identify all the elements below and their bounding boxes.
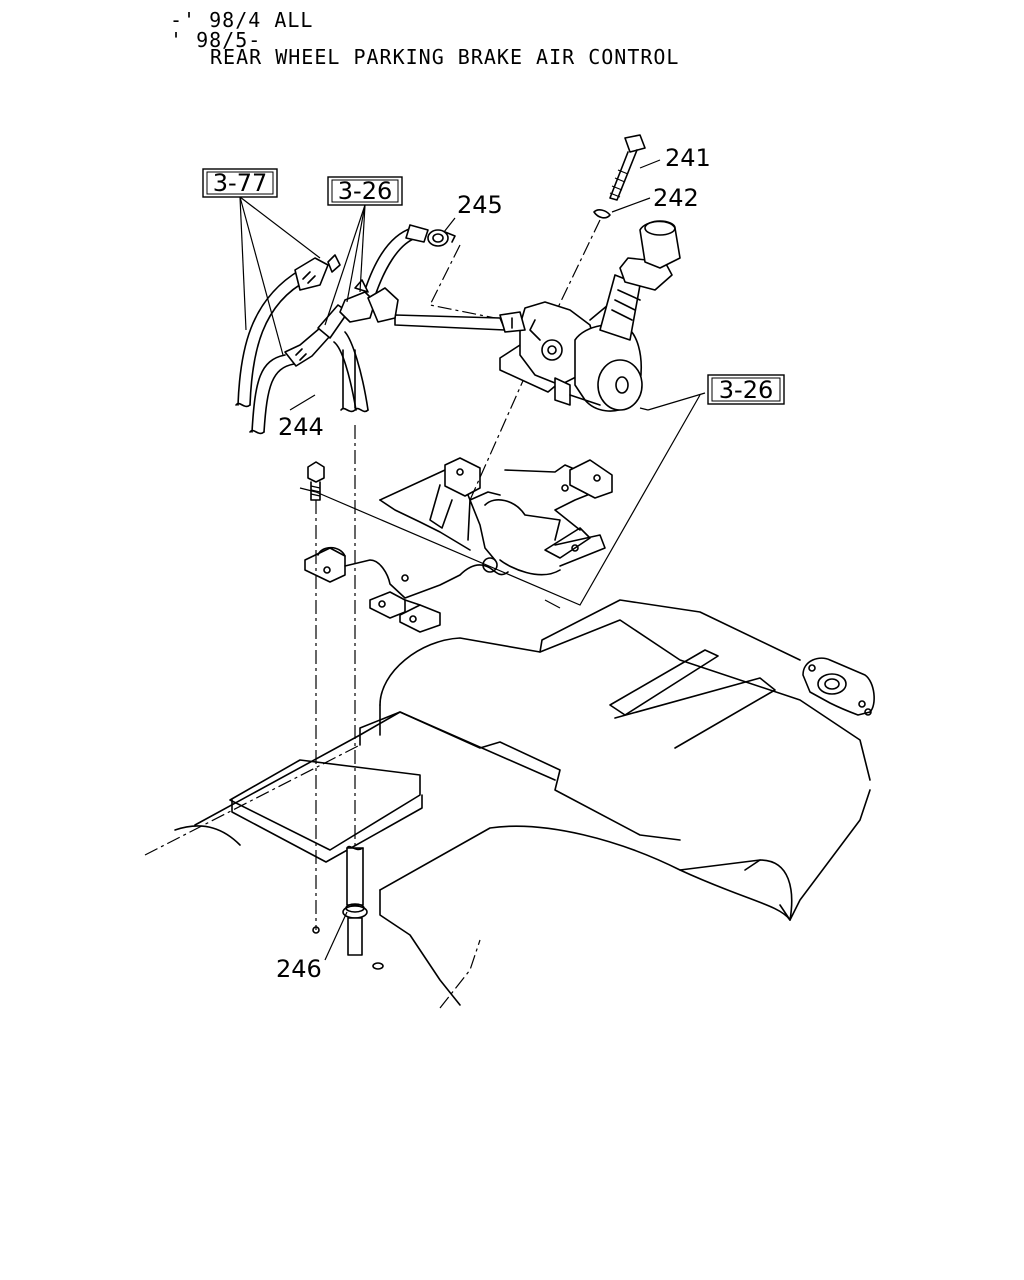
ref-label-3-77: 3-77 [213,169,267,197]
ref-label-3-26-top: 3-26 [338,177,392,205]
part-label-244: 244 [278,413,324,441]
ref-box-3-26-right[interactable]: 3-26 [707,374,785,405]
air-hoses [235,224,429,435]
part-label-241: 241 [665,144,711,172]
pipe-246 [312,845,368,956]
ref-label-3-26-right: 3-26 [719,376,773,404]
label-leaders [239,159,661,961]
cab-floor-panel [144,599,875,1009]
leader-lines [299,219,706,930]
washer-242 [593,209,611,219]
hose-clamp [427,229,456,247]
part-label-242: 242 [653,184,699,212]
bracket-bolt [307,461,325,501]
ref-box-3-26-top[interactable]: 3-26 [327,176,403,206]
part-label-245: 245 [457,191,503,219]
ref-box-3-77[interactable]: 3-77 [202,168,278,198]
header-line-2: ' 98/5- [170,28,262,52]
header-line-1: -' 98/4 ALL [170,8,314,32]
bolt-241 [609,134,646,201]
part-label-246: 246 [276,955,322,983]
diagram-title: REAR WHEEL PARKING BRAKE AIR CONTROL [210,45,680,69]
parking-brake-valve [394,220,681,412]
mounting-bracket [304,457,613,633]
